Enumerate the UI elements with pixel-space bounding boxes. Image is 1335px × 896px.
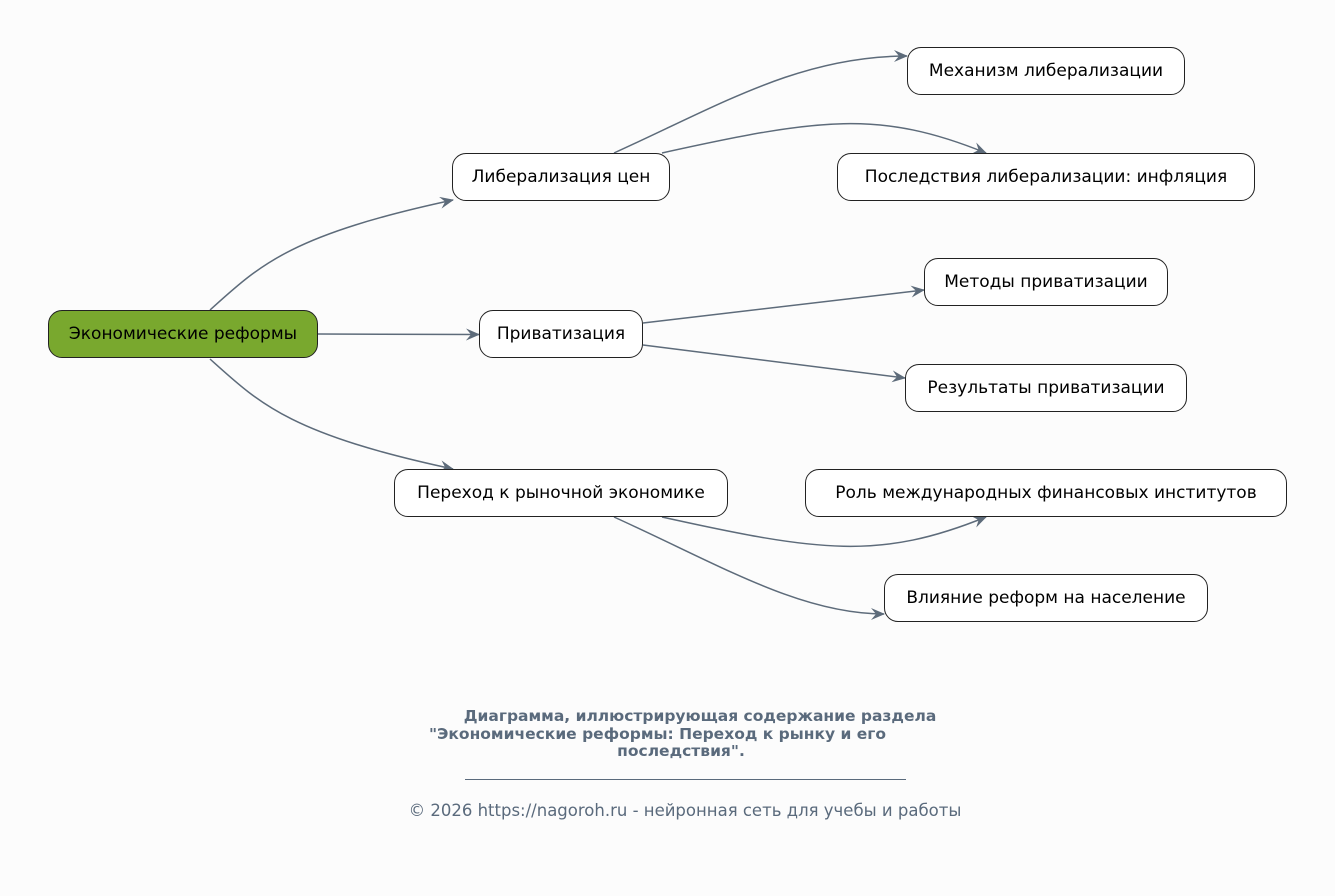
node-international-institutions[interactable]: Роль международных финансовых институтов [805,469,1287,517]
edge-liberalization-to-consequences [661,122,987,154]
caption-line: Диаграмма, иллюстрирующая содержание раз… [463,707,937,725]
node-label: Результаты приватизации [927,378,1165,398]
edge-market-to-institutions [661,516,987,548]
edge-liberalization-to-mechanism [613,50,908,154]
node-root-economic-reforms[interactable]: Экономические реформы [48,310,318,358]
caption-line: последствия". [617,742,745,760]
edge-root-to-liberalization [209,196,454,311]
node-privatization-results[interactable]: Результаты приватизации [905,364,1187,412]
edge-root-to-market-transition [209,358,454,473]
edge-privatization-to-results [642,344,906,383]
node-label: Роль международных финансовых институтов [835,483,1257,503]
edge-market-to-population [613,516,885,620]
diagram-caption: Диаграмма, иллюстрирующая содержание раз… [395,707,955,761]
node-population-impact[interactable]: Влияние реформ на население [884,574,1208,622]
node-price-liberalization[interactable]: Либерализация цен [452,153,670,201]
node-label: Приватизация [496,324,626,344]
node-label: Механизм либерализации [928,61,1164,81]
node-privatization-methods[interactable]: Методы приватизации [924,258,1168,306]
edge-root-to-privatization [317,328,480,341]
node-market-transition[interactable]: Переход к рыночной экономике [394,469,728,517]
node-liberalization-mechanism[interactable]: Механизм либерализации [907,47,1185,95]
node-label: Либерализация цен [471,167,651,187]
node-label: Переход к рыночной экономике [417,483,705,503]
node-label: Последствия либерализации: инфляция [864,167,1228,187]
caption-line: "Экономические реформы: Переход к рынку … [428,724,887,743]
node-label: Влияние реформ на население [906,588,1186,608]
edge-privatization-to-methods [642,285,925,324]
node-label: Методы приватизации [944,272,1148,292]
footer-copyright: © 2026 https://nagoroh.ru - нейронная се… [408,801,962,820]
node-privatization[interactable]: Приватизация [479,310,643,358]
caption-divider [465,779,906,780]
node-label: Экономические реформы [68,324,298,344]
node-liberalization-consequences[interactable]: Последствия либерализации: инфляция [837,153,1255,201]
